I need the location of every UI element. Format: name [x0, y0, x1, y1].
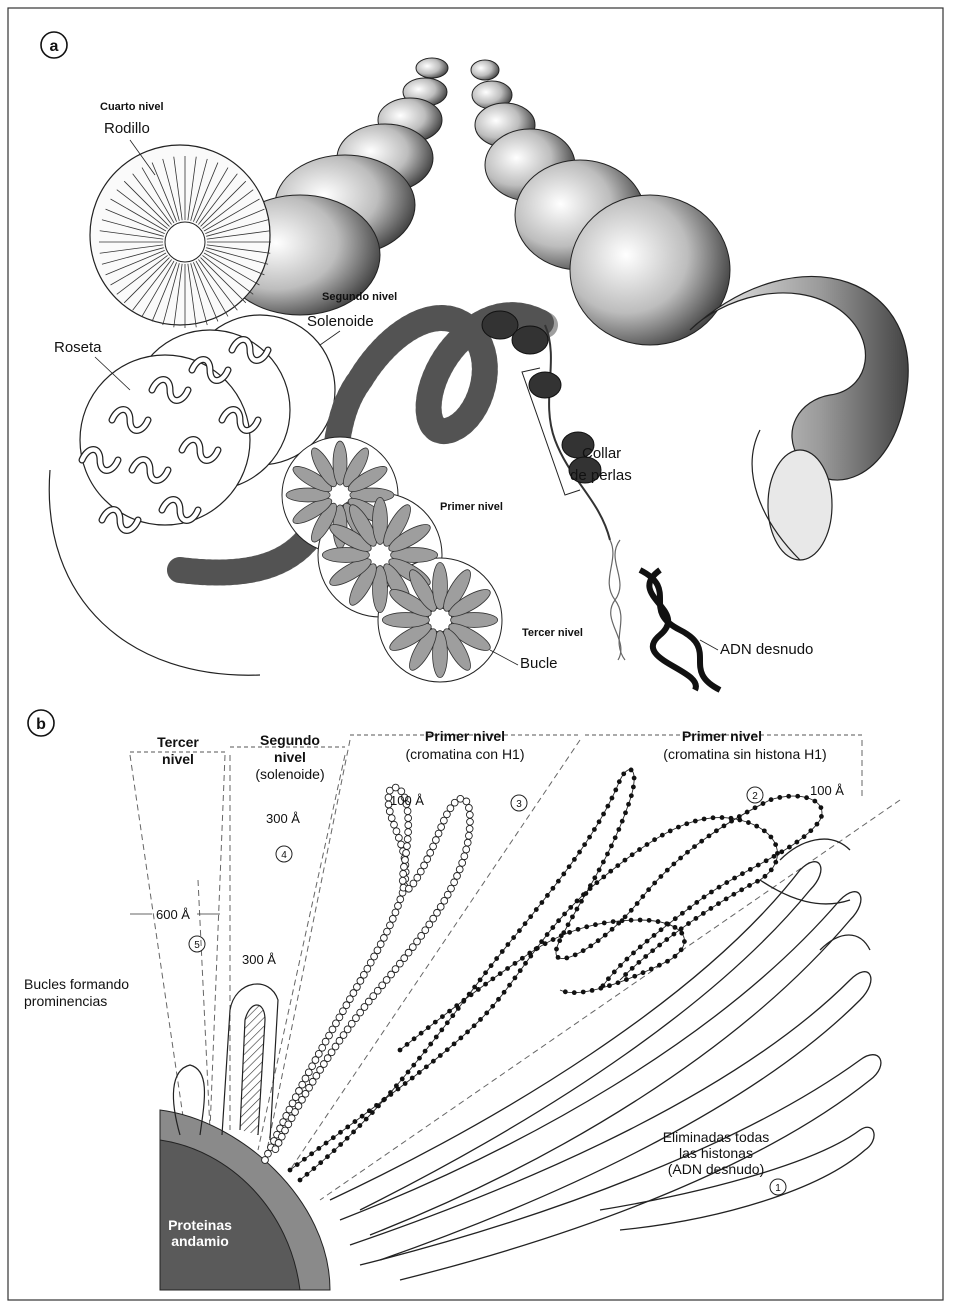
label-segundo-nivel-b1: Segundo	[260, 732, 320, 748]
label-eliminadas-2: las histonas	[679, 1145, 753, 1161]
label-cromatina-con-h1: (cromatina con H1)	[405, 746, 524, 762]
label-de-perlas: de perlas	[570, 467, 632, 484]
label-eliminadas-1: Eliminadas todas	[663, 1129, 770, 1145]
label-primer-nivel-b1: Primer nivel	[425, 728, 505, 744]
naked-dna-helix	[609, 540, 720, 690]
number-2: 2	[752, 791, 758, 802]
label-bucles-2: prominencias	[24, 993, 107, 1009]
label-tercer-nivel-b1: Tercer	[157, 734, 199, 750]
label-solenoide-a: Solenoide	[307, 313, 374, 330]
number-3: 3	[516, 799, 522, 810]
dim-100-mid: 100 Å	[390, 793, 424, 808]
label-collar: Collar	[582, 445, 621, 462]
label-adn-desnudo: ADN desnudo	[720, 641, 813, 658]
label-proteinas: Proteinas	[168, 1217, 232, 1233]
panel-a: a	[41, 32, 908, 690]
scaffold-proteins	[160, 1110, 330, 1290]
number-1: 1	[775, 1183, 781, 1194]
label-cuarto-nivel: Cuarto nivel	[100, 101, 164, 113]
dim-300-loop: 300 Å	[242, 952, 276, 967]
panel-a-letter: a	[50, 38, 59, 55]
label-eliminadas-3: (ADN desnudo)	[668, 1161, 765, 1177]
label-andamio: andamio	[171, 1233, 229, 1249]
dim-100-right: 100 Å	[810, 783, 844, 798]
number-5: 5	[194, 940, 200, 951]
label-bucle: Bucle	[520, 655, 558, 672]
label-bucles-1: Bucles formando	[24, 976, 129, 992]
panel-b-letter: b	[36, 716, 46, 733]
panel-b-marker: b	[28, 710, 54, 736]
dim-300-top: 300 Å	[266, 811, 300, 826]
panel-b: b	[24, 710, 900, 1290]
panel-a-marker: a	[41, 32, 67, 58]
number-4: 4	[281, 850, 287, 861]
label-tercer-nivel-b2: nivel	[162, 751, 194, 767]
label-solenoide-b: (solenoide)	[255, 766, 324, 782]
label-roseta: Roseta	[54, 339, 102, 356]
label-cromatina-sin-h1: (cromatina sin histona H1)	[663, 746, 826, 762]
label-segundo-nivel-b2: nivel	[274, 749, 306, 765]
naked-dna-loops	[330, 839, 881, 1280]
label-primer-nivel-b2: Primer nivel	[682, 728, 762, 744]
left-chromatid-coil	[90, 58, 448, 325]
label-tercer-nivel-a: Tercer nivel	[522, 627, 583, 639]
label-primer-nivel-a: Primer nivel	[440, 501, 503, 513]
label-segundo-nivel-a: Segundo nivel	[322, 291, 397, 303]
chromatin-with-h1-beads	[262, 784, 474, 1163]
dim-600: 600 Å	[156, 907, 190, 922]
label-rodillo: Rodillo	[104, 120, 150, 137]
